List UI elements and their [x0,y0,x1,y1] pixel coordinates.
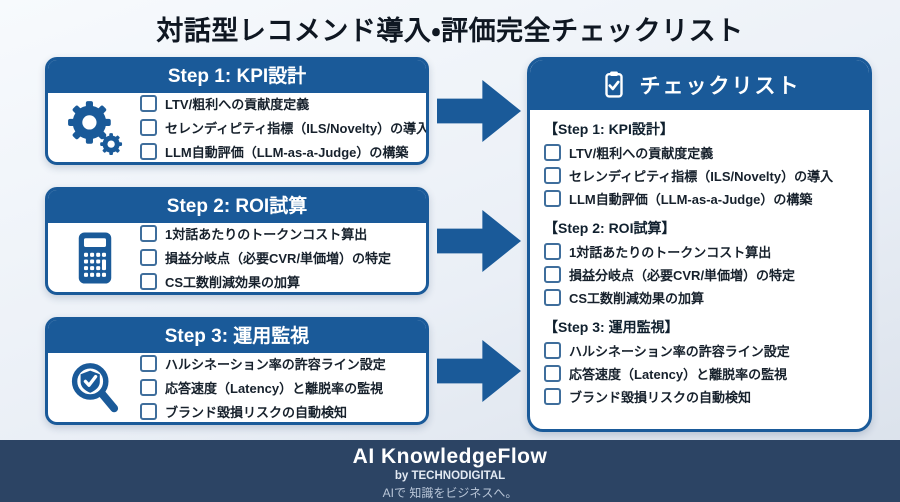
check-item: 応答速度（Latency）と離脱率の監視 [140,378,386,397]
check-item-label: 1対話あたりのトークンコスト算出 [165,227,368,242]
check-item-label: ハルシネーション率の許容ライン設定 [165,357,386,372]
step-2-header: Step 2: ROI試算 [48,190,426,223]
check-item: セレンディピティ指標（ILS/Novelty）の導入 [544,166,855,185]
check-item-label: ブランド毀損リスクの自動検知 [569,390,752,405]
check-item-label: LTV/粗利への貢献度定義 [165,97,310,112]
checkbox-icon [140,119,157,136]
checklist-panel-title: チェックリスト [639,75,801,98]
checkbox-icon [140,379,157,396]
step-1-box: Step 1: KPI設計 LTV/粗利への貢献度定義 セレンディピティ指標（I… [45,57,429,165]
clipboard-check-icon [599,70,629,100]
check-item-label: 1対話あたりのトークンコスト算出 [569,245,772,260]
check-item: LLM自動評価（LLM-as-a-Judge）の構築 [544,189,855,208]
magnifier-shield-check-icon [52,358,138,418]
step-2-box: Step 2: ROI試算 1対話 [45,187,429,295]
check-item-label: 損益分岐点（必要CVR/単価増）の特定 [165,251,392,266]
check-item: ブランド毀損リスクの自動検知 [544,387,855,406]
check-item-label: CS工数削減効果の加算 [165,275,301,290]
check-item-label: 応答速度（Latency）と離脱率の監視 [569,367,788,382]
checkbox-icon [544,388,561,405]
right-arrow-icon [437,340,521,402]
checkbox-icon [544,342,561,359]
step-1-header: Step 1: KPI設計 [48,60,426,93]
check-item: CS工数削減効果の加算 [140,272,391,291]
check-item-label: LLM自動評価（LLM-as-a-Judge）の構築 [569,192,813,207]
check-item: ハルシネーション率の許容ライン設定 [140,354,386,373]
check-item: CS工数削減効果の加算 [544,288,855,307]
checklist-section-step3: 【Step 3: 運用監視】 ハルシネーション率の許容ライン設定 応答速度（La… [544,317,855,406]
checkbox-icon [140,143,157,160]
gears-icon [52,97,138,159]
checkbox-icon [544,167,561,184]
right-arrow-icon [437,80,521,142]
checklist-section-step2: 【Step 2: ROI試算】 1対話あたりのトークンコスト算出 損益分岐点（必… [544,218,855,307]
check-item-label: CS工数削減効果の加算 [569,291,705,306]
check-item: LTV/粗利への貢献度定義 [140,94,418,113]
checkbox-icon [140,225,157,242]
step-3-header: Step 3: 運用監視 [48,320,426,353]
checkbox-icon [140,403,157,420]
calculator-icon [52,229,138,287]
page-title: 対話型レコメンド導入・評価完全チェックリスト [156,16,744,46]
checkbox-icon [544,266,561,283]
right-arrow-icon [437,210,521,272]
brand-tagline: AIで 知識をビジネスへ。 [382,486,518,500]
check-item: LTV/粗利への貢献度定義 [544,143,855,162]
check-item-label: セレンディピティ指標（ILS/Novelty）の導入 [165,121,429,136]
check-item-label: 損益分岐点（必要CVR/単価増）の特定 [569,268,796,283]
brand-byline: by TECHNODIGITAL [394,470,506,482]
section-header: 【Step 3: 運用監視】 [544,319,679,335]
check-item: 損益分岐点（必要CVR/単価増）の特定 [140,248,391,267]
check-item: LLM自動評価（LLM-as-a-Judge）の構築 [140,142,418,161]
section-header: 【Step 2: ROI試算】 [544,220,676,236]
check-item: ブランド毀損リスクの自動検知 [140,402,386,421]
section-header: 【Step 1: KPI設計】 [544,121,674,137]
checkbox-icon [140,95,157,112]
check-item-label: LTV/粗利への貢献度定義 [569,146,714,161]
check-item: ハルシネーション率の許容ライン設定 [544,341,855,360]
check-item-label: LLM自動評価（LLM-as-a-Judge）の構築 [165,145,409,160]
step-3-box: Step 3: 運用監視 ハルシネーション率の許容ライン設定 応答速度（Late… [45,317,429,425]
checklist-section-step1: 【Step 1: KPI設計】 LTV/粗利への貢献度定義 セレンディピティ指標… [544,119,855,208]
checkbox-icon [140,249,157,266]
check-item: 1対話あたりのトークンコスト算出 [544,242,855,261]
checkbox-icon [544,289,561,306]
check-item-label: ブランド毀損リスクの自動検知 [165,405,348,420]
checkbox-icon [140,355,157,372]
check-item: 1対話あたりのトークンコスト算出 [140,224,391,243]
checklist-panel: チェックリスト 【Step 1: KPI設計】 LTV/粗利への貢献度定義 セレ… [527,57,872,432]
brand-name: AI KnowledgeFlow [352,445,548,468]
check-item: 損益分岐点（必要CVR/単価増）の特定 [544,265,855,284]
checkbox-icon [544,365,561,382]
footer-banner: AI KnowledgeFlow by TECHNODIGITAL AIで 知識… [0,440,900,502]
checkbox-icon [544,190,561,207]
check-item: 応答速度（Latency）と離脱率の監視 [544,364,855,383]
checkbox-icon [140,273,157,290]
check-item-label: 応答速度（Latency）と離脱率の監視 [165,381,384,396]
checkbox-icon [544,243,561,260]
check-item-label: ハルシネーション率の許容ライン設定 [569,344,790,359]
check-item-label: セレンディピティ指標（ILS/Novelty）の導入 [569,169,834,184]
checkbox-icon [544,144,561,161]
check-item: セレンディピティ指標（ILS/Novelty）の導入 [140,118,426,137]
